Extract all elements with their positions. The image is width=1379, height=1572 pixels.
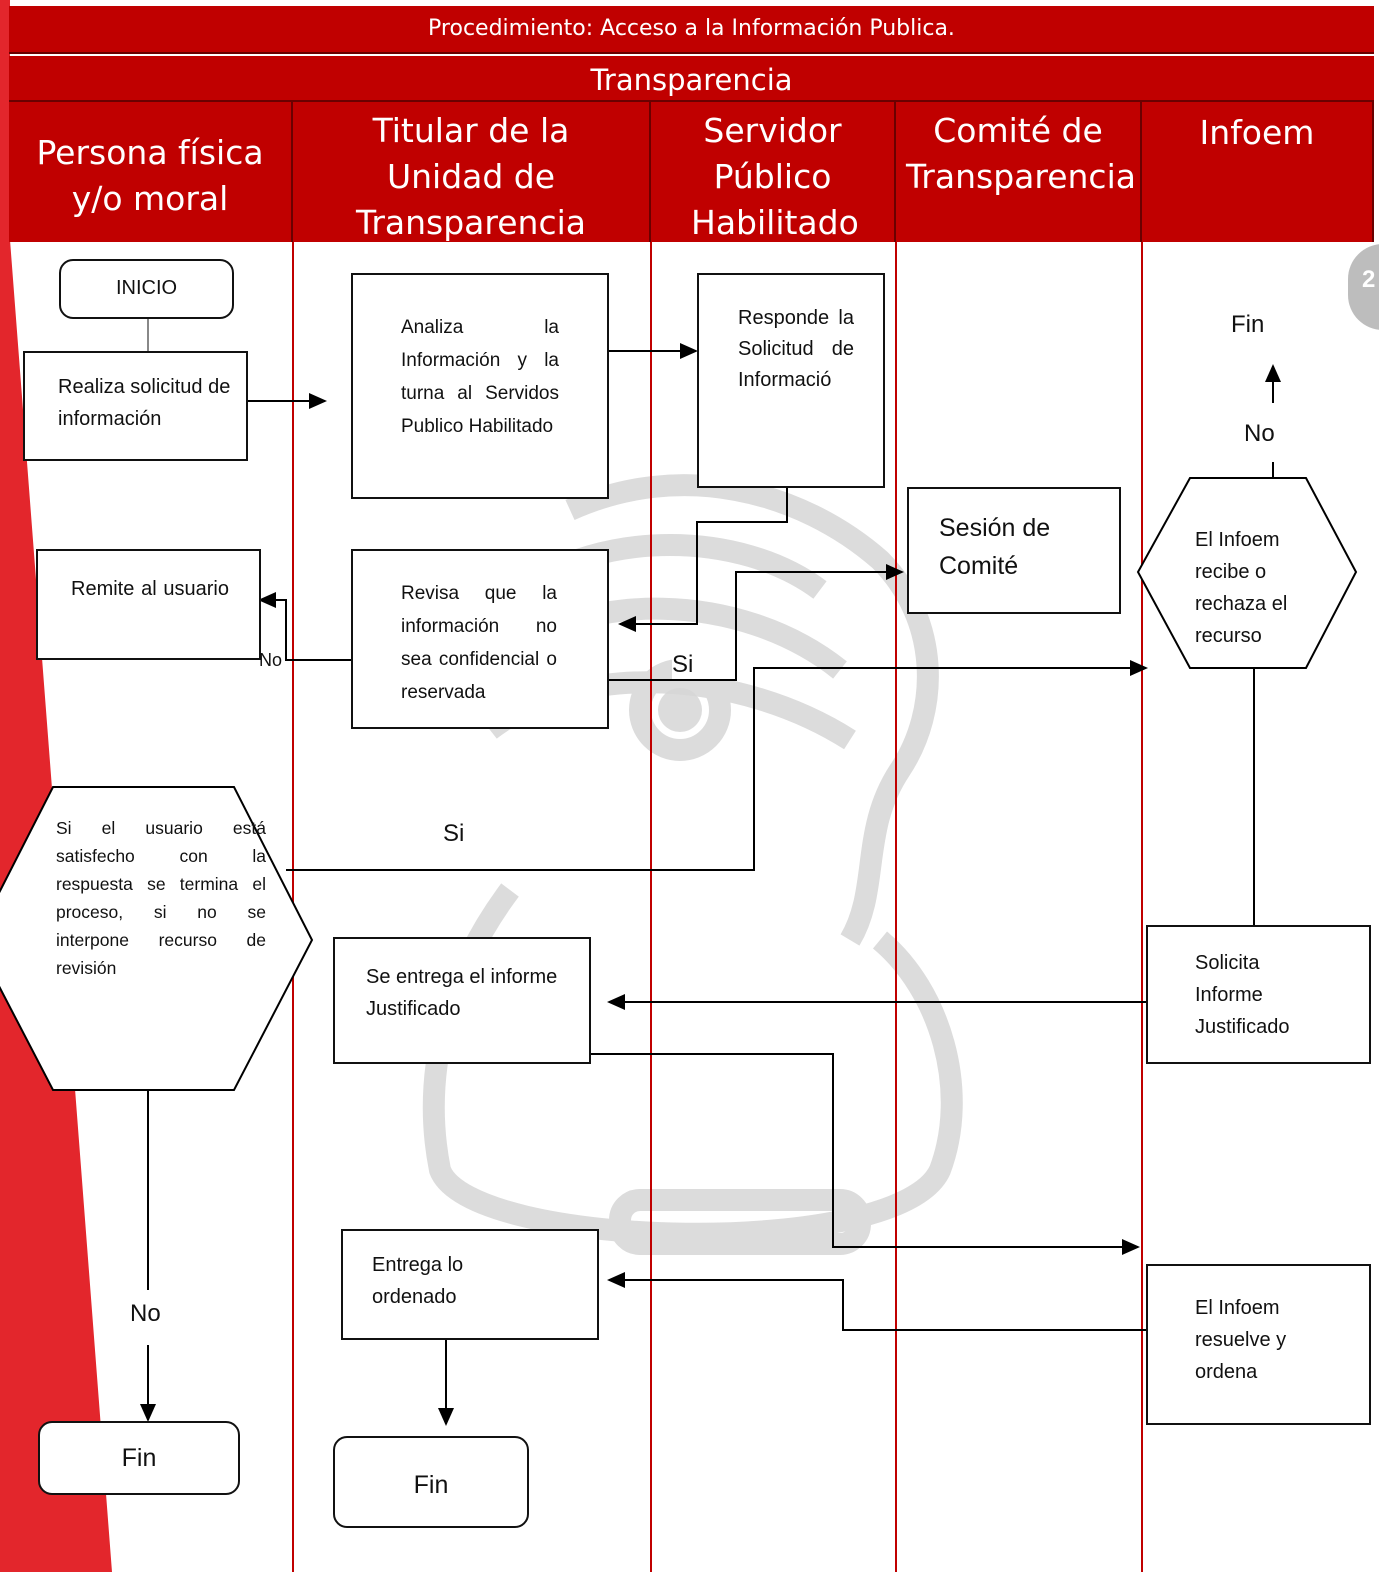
no-label-persona: No bbox=[130, 1300, 161, 1328]
start-node: INICIO bbox=[59, 259, 234, 319]
revisa-box: Revisa que la información no sea confide… bbox=[351, 549, 609, 729]
infoem-resuelve-box: El Infoem resuelve y ordena bbox=[1146, 1264, 1371, 1425]
si-label-revisa: Si bbox=[672, 651, 732, 679]
fin-persona-node: Fin bbox=[38, 1421, 240, 1495]
realiza-solicitud-text: Realiza solicitud de información bbox=[58, 376, 231, 430]
fin-titular-node: Fin bbox=[333, 1436, 529, 1528]
remite-usuario-box: Remite al usuario bbox=[36, 549, 261, 660]
solicita-informe-box: Solicita Informe Justificado bbox=[1146, 925, 1371, 1064]
analiza-box: Analiza la Información y la turna al Ser… bbox=[351, 273, 609, 499]
entrega-ordenado-text: Entrega lo ordenado bbox=[372, 1254, 464, 1308]
si-label-satisfecho: Si bbox=[443, 820, 465, 848]
arrow-entrega-resuelve bbox=[574, 1053, 1140, 1255]
entrega-ordenado-box: Entrega lo ordenado bbox=[341, 1229, 599, 1340]
lane-header-persona: Persona física y/o moral bbox=[9, 102, 293, 242]
hexagon-infoem-recibe bbox=[1136, 477, 1358, 669]
entrega-informe-text: Se entrega el informe Justificado bbox=[366, 966, 558, 1020]
sesion-comite-box: Sesión de Comité bbox=[907, 487, 1121, 614]
no-label-infoem: No bbox=[1244, 420, 1275, 448]
realiza-solicitud-box: Realiza solicitud de información bbox=[23, 351, 248, 461]
lane-header-servidor: Servidor Público Habilitado bbox=[651, 102, 896, 242]
arrow-satisfecho-infoem bbox=[286, 660, 1148, 871]
lane-header-comite: Comité de Transparencia bbox=[896, 102, 1142, 242]
lane-header-infoem: Infoem bbox=[1142, 102, 1374, 242]
arrow-revisa-sesion bbox=[608, 564, 904, 681]
remite-usuario-text: Remite al usuario bbox=[71, 578, 229, 600]
solicita-informe-text: Solicita Informe Justificado bbox=[1195, 952, 1290, 1038]
satisfecho-text: Si el usuario está satisfecho con la res… bbox=[56, 818, 266, 978]
arrow-responde-revisa bbox=[618, 488, 788, 632]
analiza-text: Analiza la Información y la turna al Ser… bbox=[401, 317, 559, 437]
fin-infoem-label: Fin bbox=[1231, 311, 1265, 339]
responde-text: Responde la Solicitud de Informació bbox=[738, 307, 854, 391]
procedure-title: Procedimiento: Acceso a la Información P… bbox=[9, 6, 1374, 54]
infoem-resuelve-text: El Infoem resuelve y ordena bbox=[1195, 1297, 1287, 1383]
infoem-recibe-text: El Infoem recibe o rechaza el recurso bbox=[1195, 529, 1288, 647]
department-title: Transparencia bbox=[9, 56, 1374, 102]
sesion-comite-text: Sesión de Comité bbox=[939, 514, 1051, 580]
start-node-label: INICIO bbox=[115, 277, 178, 299]
lane-header-titular: Titular de la Unidad de Transparencia bbox=[293, 102, 651, 242]
no-label-remite: No bbox=[259, 650, 283, 670]
arrow-revisa-remite bbox=[258, 592, 352, 661]
side-stripe bbox=[0, 0, 112, 1572]
fin-persona-label: Fin bbox=[121, 1444, 157, 1472]
responde-box: Responde la Solicitud de Informació bbox=[697, 273, 885, 488]
hexagon-satisfecho bbox=[0, 786, 314, 1091]
arrow-resuelve-entrega bbox=[607, 1272, 1146, 1331]
revisa-text: Revisa que la información no sea confide… bbox=[401, 583, 557, 703]
entrega-informe-box: Se entrega el informe Justificado bbox=[333, 937, 591, 1064]
fin-titular-label: Fin bbox=[413, 1471, 449, 1499]
